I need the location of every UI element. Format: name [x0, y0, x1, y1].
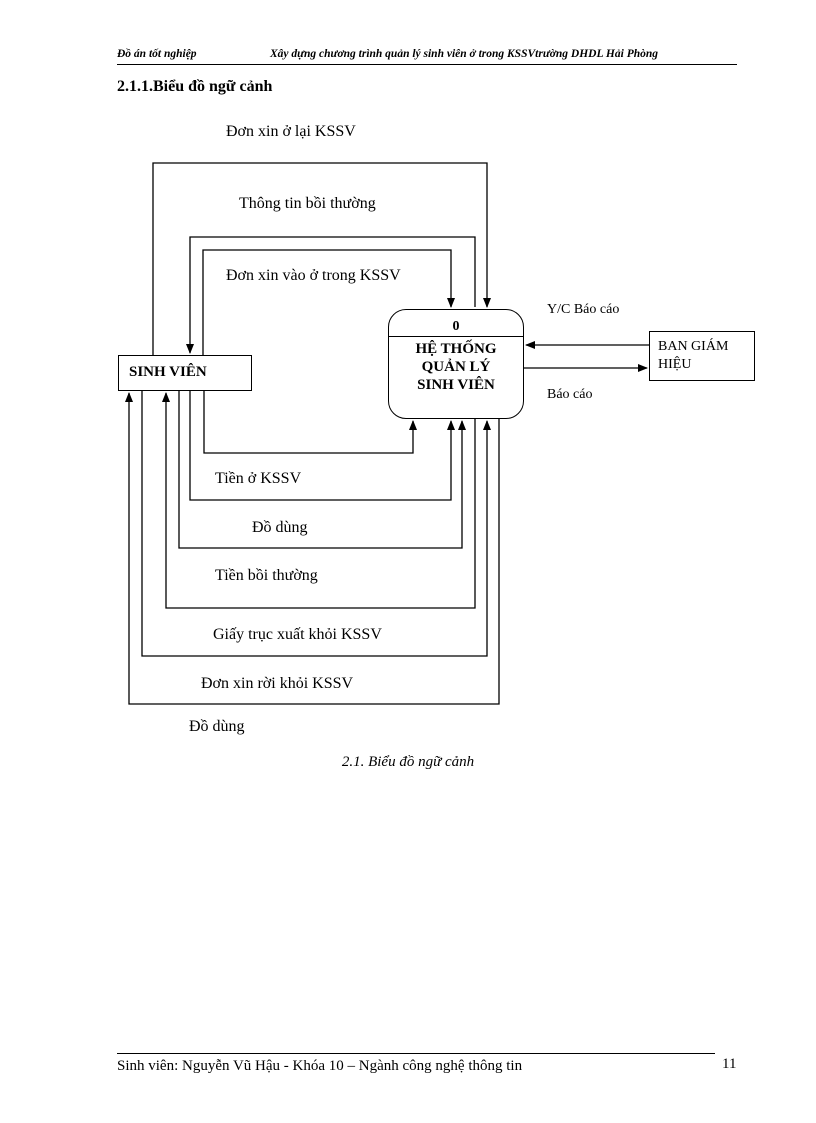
flow-tien-boi-thuong: [162, 392, 476, 609]
process-name-line3: SINH VIÊN: [417, 377, 495, 393]
label-bao-cao: Báo cáo: [547, 387, 593, 402]
entity-ban-giam-hieu-line2: HIỆU: [658, 357, 692, 372]
footer-text: Sinh viên: Nguyễn Vũ Hậu - Khóa 10 – Ngà…: [117, 1058, 523, 1074]
process-id: 0: [452, 319, 460, 334]
flow-do-dung-1: [178, 391, 466, 549]
entity-ban-giam-hieu: BAN GIÁM HIỆU: [649, 331, 755, 381]
flow-don-xin-vao: [202, 249, 455, 355]
label-giay-truc-xuat: Giấy trục xuất khỏi KSSV: [213, 626, 382, 643]
flow-thong-tin-boi-thuong: [186, 236, 476, 354]
header-left: Đồ án tốt nghiệp: [117, 48, 197, 60]
label-don-xin-vao: Đơn xin vào ở trong KSSV: [226, 267, 401, 284]
process-divider: [389, 336, 523, 337]
section-title: 2.1.1.Biểu đồ ngữ cảnh: [117, 78, 273, 95]
label-tien-boi-thuong: Tiền bồi thường: [215, 567, 318, 584]
header-right: Xây dựng chương trình quản lý sinh viên …: [270, 48, 659, 60]
label-thong-tin-boi-thuong: Thông tin bồi thường: [239, 195, 376, 212]
process-name-line2: QUẢN LÝ: [421, 359, 491, 375]
footer-rule: [117, 1053, 715, 1054]
label-don-xin-roi: Đơn xin rời khỏi KSSV: [201, 675, 354, 692]
label-don-xin-o-lai: Đơn xin ở lại KSSV: [226, 123, 356, 140]
page-number: 11: [722, 1056, 737, 1072]
flow-don-xin-o-lai: [152, 162, 491, 355]
process-name-line1: HỆ THỐNG: [415, 341, 497, 357]
figure-caption: 2.1. Biểu đồ ngữ cảnh: [341, 754, 475, 770]
flow-tien-o: [189, 391, 455, 501]
header-rule: [117, 64, 737, 65]
label-yc-bao-cao: Y/C Báo cáo: [547, 302, 620, 317]
label-do-dung-1: Đồ dùng: [252, 519, 308, 536]
entity-sinh-vien-label: SINH VIÊN: [129, 364, 207, 380]
process-he-thong: 0 HỆ THỐNG QUẢN LÝ SINH VIÊN: [388, 309, 524, 419]
label-do-dung-2: Đồ dùng: [189, 718, 245, 735]
process-name: HỆ THỐNG QUẢN LÝ SINH VIÊN: [389, 340, 523, 394]
label-tien-o: Tiền ở KSSV: [215, 470, 302, 487]
flow-to-system-1: [203, 391, 417, 454]
flow-giay-truc-xuat: [141, 391, 491, 657]
flow-don-xin-roi: [125, 392, 500, 705]
entity-ban-giam-hieu-line1: BAN GIÁM: [658, 339, 729, 354]
entity-sinh-vien: SINH VIÊN: [118, 355, 252, 391]
